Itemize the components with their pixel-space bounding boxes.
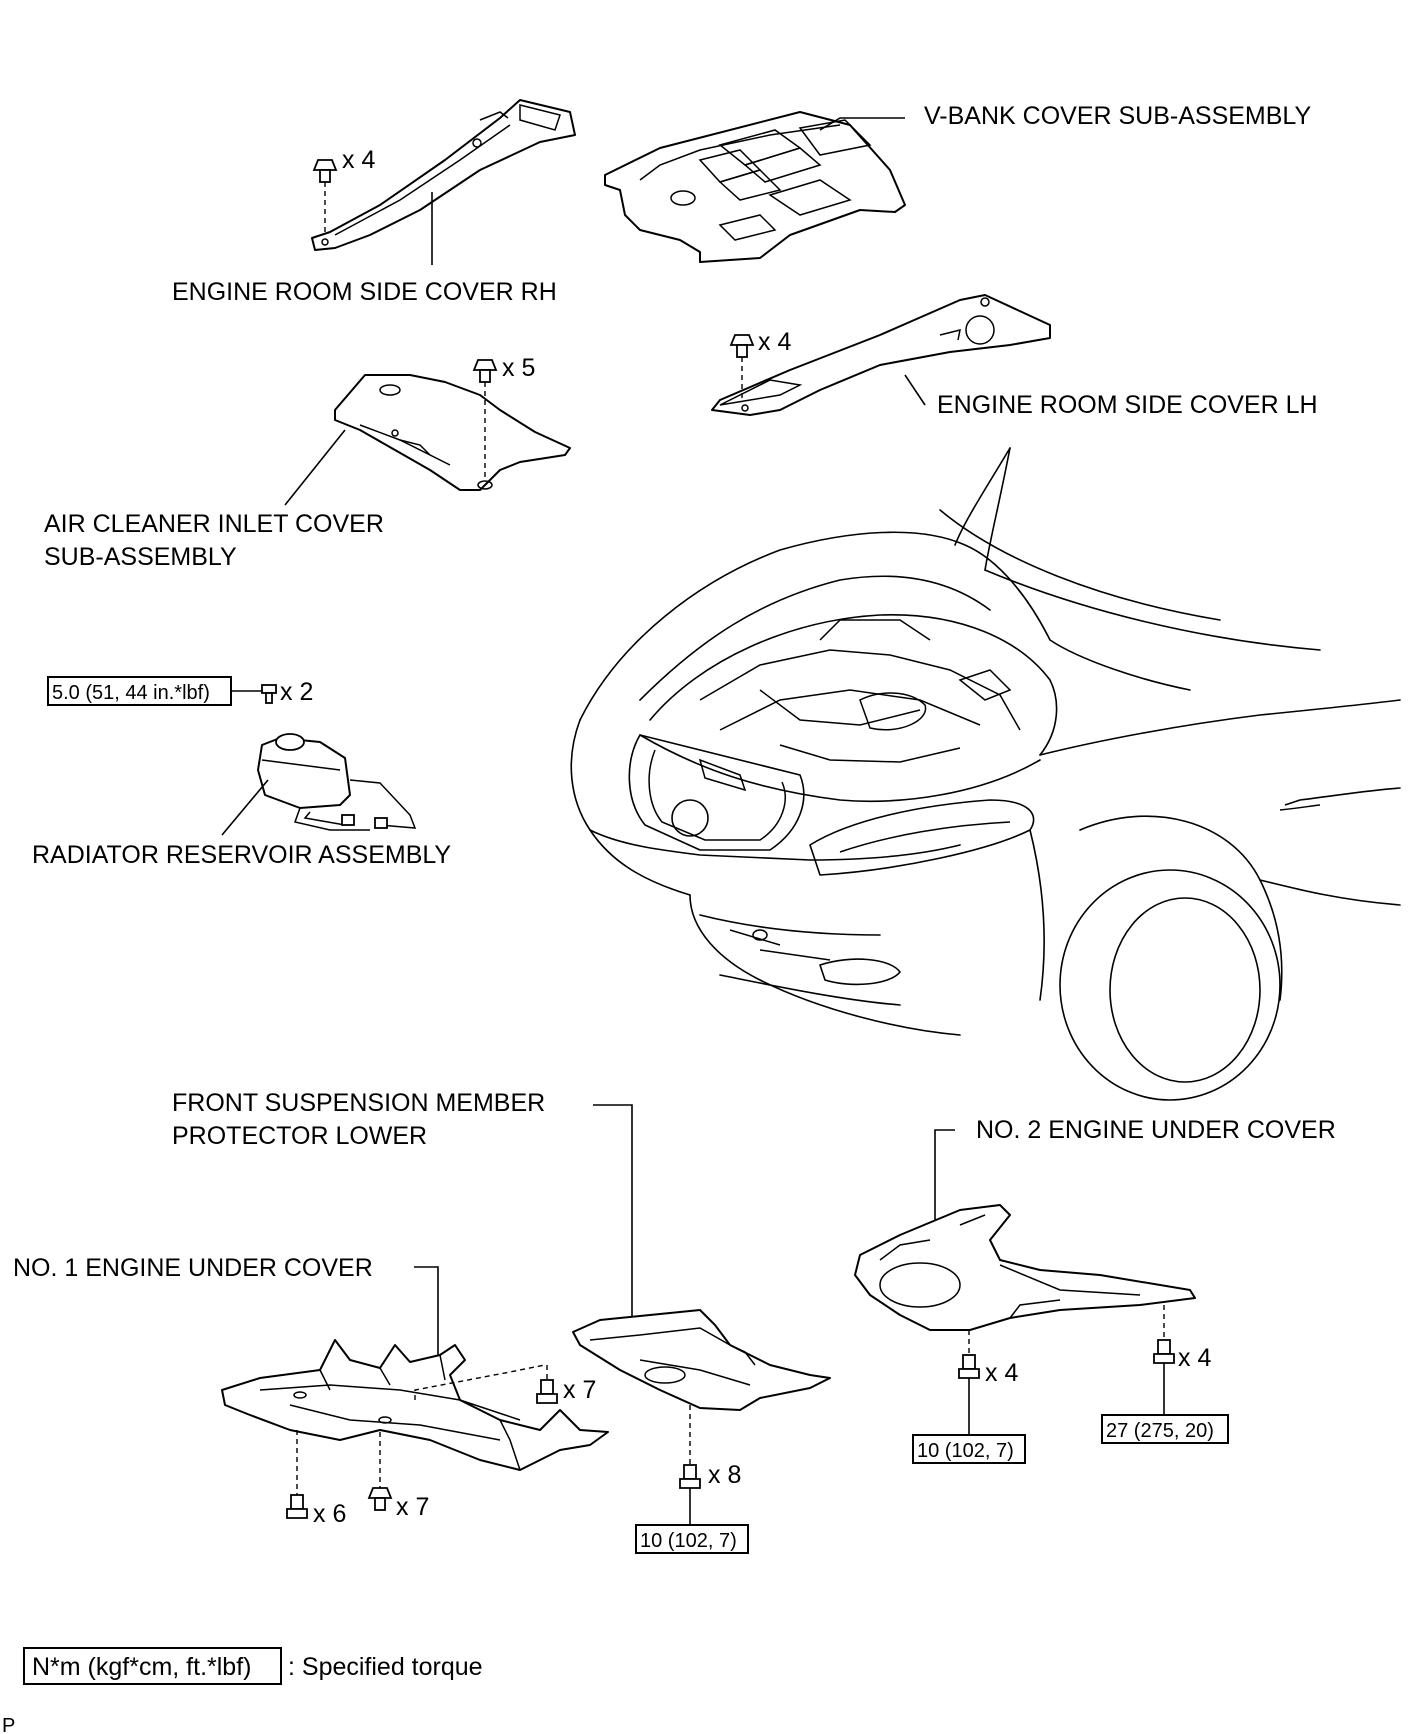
air-cleaner-label-line2: SUB-ASSEMBLY	[44, 543, 237, 571]
front-suspension-protector-part	[572, 1309, 831, 1411]
no1-bottom-mid-clip-icon	[367, 1487, 393, 1511]
lh-clip-count: x 4	[758, 328, 791, 356]
lh-clip-icon	[729, 334, 755, 400]
front-suspension-label-line1: FRONT SUSPENSION MEMBER	[172, 1089, 545, 1117]
vehicle-illustration	[570, 447, 1401, 1101]
susp-bolt-count: x 8	[708, 1461, 741, 1489]
susp-torque-box	[635, 1524, 749, 1554]
rh-clip-icon	[312, 159, 338, 232]
no2-under-cover-part	[854, 1204, 1196, 1331]
no1-bottom-left-bolt-count: x 6	[313, 1500, 346, 1528]
radiator-bolt-count: x 2	[280, 678, 313, 706]
air-cleaner-clip-count: x 5	[502, 354, 535, 382]
engine-room-side-cover-rh-part	[311, 99, 576, 251]
engine-room-side-cover-rh-label: ENGINE ROOM SIDE COVER RH	[172, 278, 557, 306]
no2-right-bolt-icon	[1153, 1339, 1175, 1364]
no2-right-torque-box	[1101, 1414, 1229, 1444]
air-cleaner-clip-icon	[472, 359, 498, 478]
no1-right-bolt-icon	[536, 1379, 558, 1404]
no2-right-torque-value: 27 (275, 20)	[1106, 1420, 1214, 1442]
engine-room-side-cover-lh-part	[711, 294, 1051, 416]
legend-unit-box	[23, 1647, 282, 1685]
rh-clip-count: x 4	[342, 146, 375, 174]
front-suspension-label-line2: PROTECTOR LOWER	[172, 1122, 427, 1150]
legend-description: : Specified torque	[288, 1653, 483, 1681]
no2-left-torque-value: 10 (102, 7)	[917, 1440, 1014, 1462]
no1-under-cover-part	[221, 1339, 609, 1471]
no1-right-bolt-count: x 7	[563, 1376, 596, 1404]
radiator-torque-value: 5.0 (51, 44 in.*lbf)	[52, 682, 210, 704]
no1-bottom-left-bolt-icon	[286, 1494, 308, 1519]
susp-bolt-icon	[679, 1464, 701, 1489]
susp-torque-value: 10 (102, 7)	[640, 1530, 737, 1552]
v-bank-cover-label: V-BANK COVER SUB-ASSEMBLY	[924, 102, 1311, 130]
no2-left-torque-box	[912, 1434, 1026, 1464]
air-cleaner-label-line1: AIR CLEANER INLET COVER	[44, 510, 384, 538]
v-bank-cover-part	[604, 111, 906, 263]
no2-left-bolt-count: x 4	[985, 1359, 1018, 1387]
corner-mark: P	[2, 1715, 15, 1734]
no1-bottom-mid-clip-count: x 7	[396, 1493, 429, 1521]
no2-right-bolt-count: x 4	[1178, 1344, 1211, 1372]
no1-under-cover-label: NO. 1 ENGINE UNDER COVER	[13, 1254, 373, 1282]
radiator-reservoir-label: RADIATOR RESERVOIR ASSEMBLY	[32, 841, 451, 869]
no2-left-bolt-icon	[958, 1354, 980, 1379]
air-cleaner-inlet-cover-part	[334, 374, 571, 491]
no2-under-cover-label: NO. 2 ENGINE UNDER COVER	[976, 1116, 1336, 1144]
engine-room-side-cover-lh-label: ENGINE ROOM SIDE COVER LH	[937, 391, 1318, 419]
radiator-bolt-icon	[261, 684, 277, 704]
radiator-reservoir-part	[257, 733, 417, 831]
legend-unit-text: N*m (kgf*cm, ft.*lbf)	[32, 1653, 251, 1681]
